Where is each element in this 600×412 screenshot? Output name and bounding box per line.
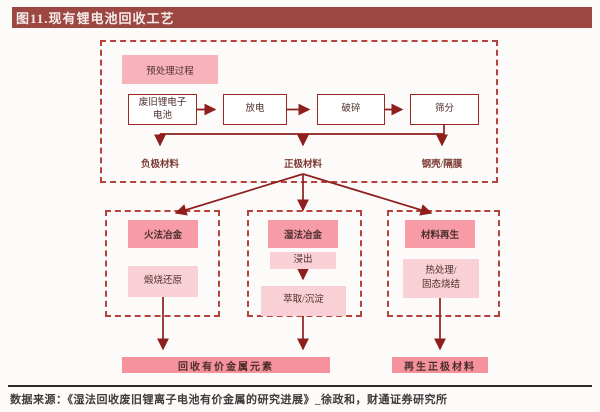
footer-divider bbox=[8, 385, 592, 387]
data-source-note: 数据来源：《湿法回收废旧锂离子电池有价金属的研究进展》_徐政和，财通证券研究所 bbox=[10, 394, 448, 406]
branch-header-material-regeneration: 材料再生 bbox=[405, 220, 475, 248]
step-sieve: 筛分 bbox=[410, 94, 479, 125]
figure-title-bar: 图11.现有锂电池回收工艺 bbox=[12, 7, 592, 28]
branch-header-pyrometallurgy: 火法冶金 bbox=[128, 220, 198, 248]
regeneration-group-box bbox=[387, 210, 500, 317]
step-extraction-precipitation: 萃取/沉淀 bbox=[261, 286, 346, 316]
branch-header-hydrometallurgy: 湿法冶金 bbox=[268, 220, 338, 248]
pretreatment-label: 预处理过程 bbox=[122, 55, 218, 84]
result-recover-valuable-metals: 回收有价金属元素 bbox=[122, 357, 330, 373]
step-waste-battery: 废旧锂电子电池 bbox=[128, 94, 197, 125]
output-anode-material: 负极材料 bbox=[140, 160, 179, 170]
step-discharge: 放电 bbox=[223, 94, 287, 125]
arrow-cathode-regen bbox=[302, 173, 433, 216]
output-cathode-material: 正极材料 bbox=[283, 160, 322, 170]
result-regenerated-cathode: 再生正极材料 bbox=[392, 357, 488, 373]
step-crush: 破碎 bbox=[317, 94, 385, 125]
pretreatment-group-box bbox=[100, 40, 498, 183]
figure-title: 图11.现有锂电池回收工艺 bbox=[16, 11, 175, 26]
arrow-cathode-pyro bbox=[174, 173, 304, 216]
connector-sieve-manifold bbox=[160, 125, 445, 135]
step-leaching: 浸出 bbox=[270, 252, 336, 269]
step-heat-treatment-sintering: 热处理/固态烧结 bbox=[403, 259, 479, 298]
output-shell-separator: 钢壳/隔膜 bbox=[421, 160, 463, 170]
step-calcination-reduction: 煅烧还原 bbox=[128, 266, 198, 297]
